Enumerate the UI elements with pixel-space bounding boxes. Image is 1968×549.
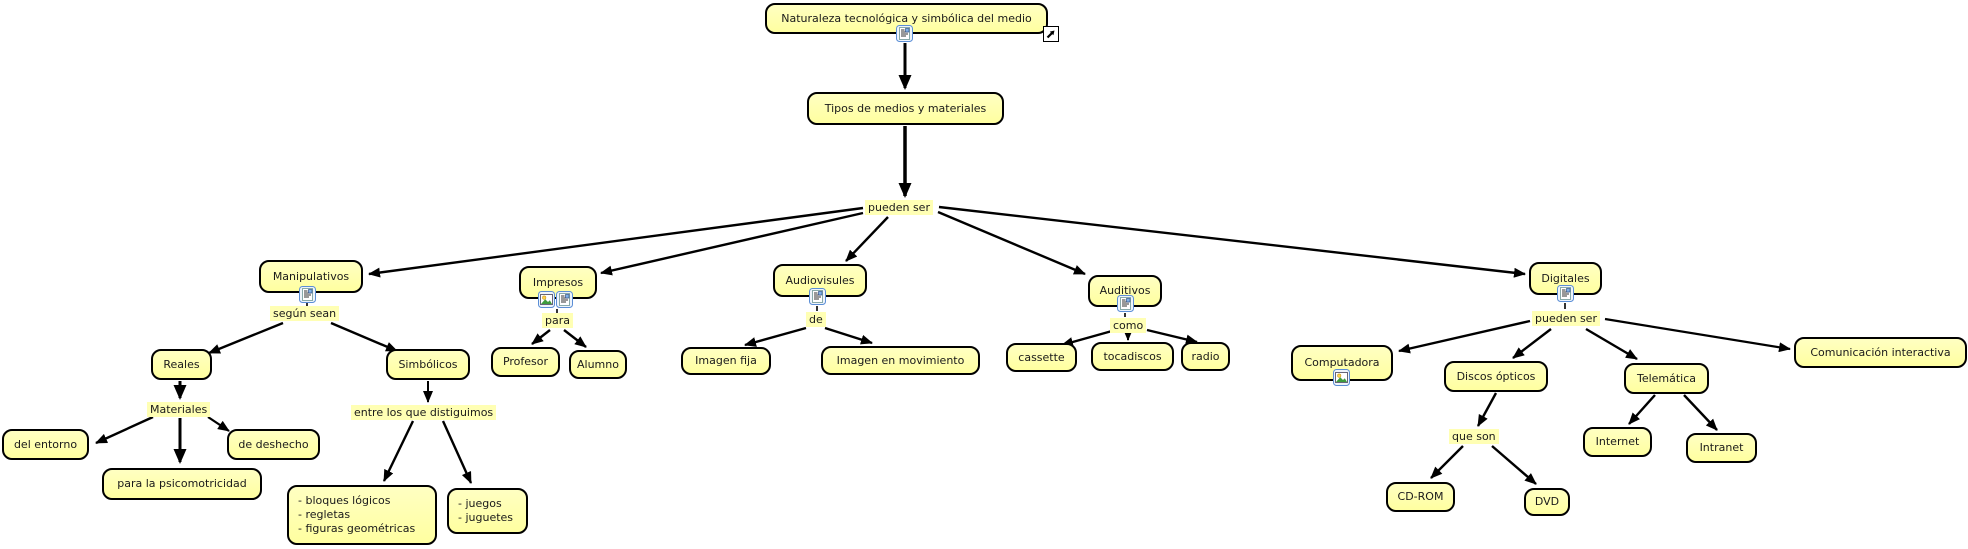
connector-entre-to-juegos [441,420,473,484]
connector-pueden-ser2-to-computadora [1398,319,1531,354]
connector-materiales-to-del-entorno [95,415,154,445]
connector-de-to-imagen-movimiento [824,326,873,345]
connector-como-to-cassette [1061,329,1113,347]
linking-phrase-de[interactable]: de [806,312,826,327]
concept-node-imagen-movimiento[interactable]: Imagen en movimiento [821,346,980,375]
concept-node-psicomotricidad[interactable]: para la psicomotricidad [102,468,262,500]
concept-node-profesor[interactable]: Profesor [491,347,560,377]
document-resource-icon[interactable] [896,25,913,42]
concept-node-text: Comunicación interactiva [1810,345,1951,359]
concept-node-text: de deshecho [238,437,309,451]
concept-node-text: Intranet [1699,441,1744,454]
connector-pueden-ser-to-impresos [600,211,864,276]
concept-node-intranet[interactable]: Intranet [1686,433,1757,463]
connector-como-to-radio [1146,328,1198,345]
connector-pueden-ser-to-audiovisules [845,216,889,262]
concept-node-auditivos[interactable]: Auditivos [1088,275,1162,307]
connector-telematica-to-intranet [1683,394,1718,431]
concept-node-text: Profesor [502,355,549,368]
image-resource-icon[interactable] [538,291,555,308]
connector-para-to-alumno [563,329,587,348]
concept-node-comunicacion-interactiva[interactable]: Comunicación interactiva [1794,337,1967,368]
concept-node-bloques[interactable]: - bloques lógicos - regletas - figuras g… [287,485,437,545]
connector-materiales-to-de-deshecho [207,416,230,432]
concept-node-internet[interactable]: Internet [1583,427,1652,457]
connector-pueden-ser2-to-discos-opticos [1512,328,1552,359]
document-resource-icon[interactable] [1557,285,1574,302]
concept-node-text: Audiovisules [785,273,855,287]
connector-de-to-imagen-fija [744,326,807,347]
connector-pueden-ser-to-auditivos [937,210,1086,276]
concept-node-text: CD-ROM [1397,490,1444,503]
linking-phrase-segun-sean[interactable]: según sean [270,306,340,321]
linking-phrase-materiales[interactable]: Materiales [147,402,211,417]
concept-node-text: Auditivos [1099,284,1151,297]
concept-node-audiovisules[interactable]: Audiovisules [773,264,867,297]
concept-node-text: - bloques lógicos - regletas - figuras g… [298,494,416,535]
concept-node-text: Manipulativos [272,269,350,283]
concept-node-discos-opticos[interactable]: Discos ópticos [1444,361,1548,392]
concept-node-text: tocadiscos [1103,349,1162,363]
connector-segun-sean-to-simbolicos [330,321,398,353]
concept-node-text: Discos ópticos [1456,369,1536,383]
connector-que-son-to-cd-rom [1430,445,1464,479]
concept-node-text: - juegos - juguetes [458,497,514,524]
document-resource-icon[interactable] [299,286,316,303]
concept-node-text: Telemática [1636,371,1697,385]
concept-node-telematica[interactable]: Telemática [1624,363,1709,394]
connector-segun-sean-to-reales [208,321,284,355]
linking-phrase-para[interactable]: para [542,313,573,328]
concept-node-text: radio [1191,349,1220,363]
concept-node-reales[interactable]: Reales [151,349,212,380]
document-resource-icon[interactable] [556,291,573,308]
external-link-icon[interactable] [1043,26,1060,43]
concept-node-text: Imagen en movimiento [836,353,965,367]
connector-entre-to-bloques [382,420,415,482]
connector-para-to-profesor [531,329,551,345]
concept-node-text: Impresos [532,275,584,289]
concept-node-de-deshecho[interactable]: de deshecho [227,429,320,460]
concept-node-text: cassette [1018,350,1065,364]
connector-telematica-to-internet [1628,394,1656,425]
connector-pueden-ser-to-manipulativos [368,206,864,278]
concept-node-imagen-fija[interactable]: Imagen fija [681,347,771,375]
connector-pueden-ser2-to-comunicacion [1604,317,1791,353]
concept-node-cassette[interactable]: cassette [1006,343,1077,372]
concept-node-text: Alumno [577,357,619,371]
concept-node-text: Simbólicos [398,357,458,371]
linking-phrase-como[interactable]: como [1110,318,1147,333]
concept-node-tocadiscos[interactable]: tocadiscos [1091,342,1174,371]
connector-pueden-ser2-to-telematica [1585,327,1638,361]
concept-node-text: Computadora [1304,356,1380,369]
concept-node-text: Reales [163,357,200,371]
image-resource-icon[interactable] [1333,369,1350,386]
document-resource-icon[interactable] [809,288,826,305]
concept-node-dvd[interactable]: DVD [1524,488,1570,516]
concept-node-text: Tipos de medios y materiales [824,101,987,115]
linking-phrase-pueden-ser-2[interactable]: pueden ser [1532,311,1600,326]
linking-phrase-pueden-ser-1[interactable]: pueden ser [865,200,933,215]
concept-node-text: para la psicomotricidad [117,477,247,490]
concept-node-cd-rom[interactable]: CD-ROM [1386,482,1455,512]
concept-node-simbolicos[interactable]: Simbólicos [386,349,470,380]
connector-discos-to-que-son [1476,392,1498,427]
connector-pueden-ser-to-digitales [938,205,1526,278]
concept-node-text: Internet [1595,435,1640,448]
concept-node-alumno[interactable]: Alumno [569,350,627,379]
linking-phrase-que-son[interactable]: que son [1449,429,1499,444]
connector-que-son-to-dvd [1491,445,1537,485]
document-resource-icon[interactable] [1117,295,1134,312]
concept-node-text: Naturaleza tecnológica y simbólica del m… [781,11,1032,25]
linking-phrase-entre-los-que-distiguimos[interactable]: entre los que distiguimos [351,405,497,420]
concept-node-del-entorno[interactable]: del entorno [2,429,89,460]
concept-node-juegos[interactable]: - juegos - juguetes [447,488,528,534]
concept-node-text: Digitales [1541,271,1590,285]
concept-node-tipos[interactable]: Tipos de medios y materiales [807,92,1004,125]
concept-node-text: del entorno [13,437,78,451]
concept-node-radio[interactable]: radio [1181,342,1230,371]
concept-node-text: DVD [1534,495,1560,508]
concept-node-text: Imagen fija [695,354,757,367]
